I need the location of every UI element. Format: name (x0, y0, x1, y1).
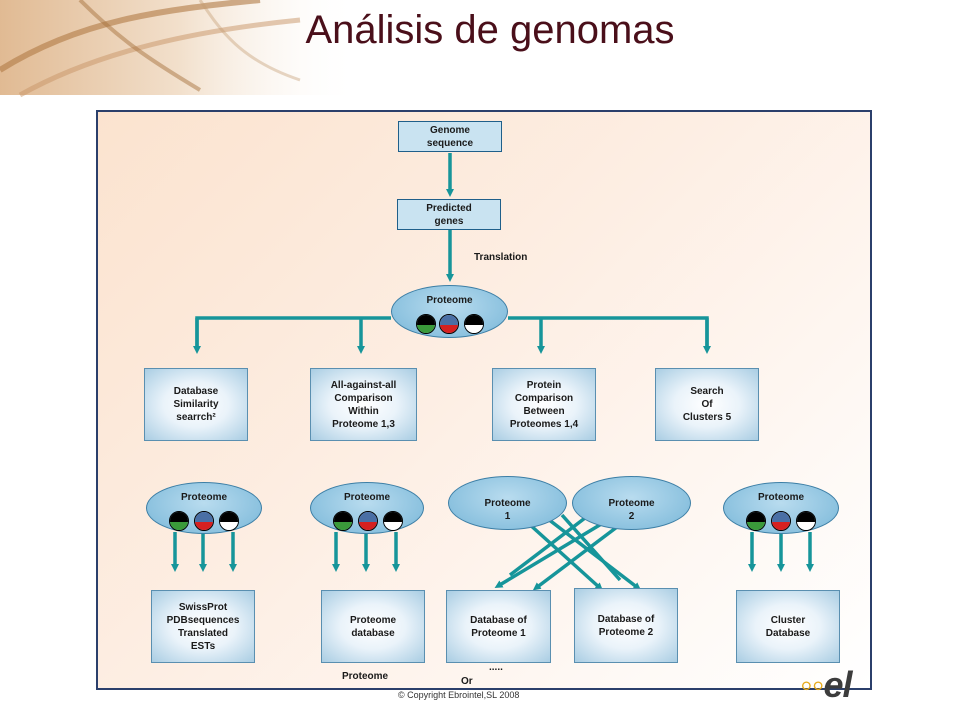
cluster-database-box: Cluster Database (736, 590, 840, 663)
protein-comparison-box: Protein Comparison Between Proteomes 1,4 (492, 368, 596, 441)
blue-red-protein-icon (439, 314, 459, 334)
translation-label: Translation (474, 252, 528, 263)
cross-arrow-p2-db1-c (508, 516, 587, 577)
genome-sequence-box: Genome sequence (398, 121, 502, 152)
proteome-oval-e: Proteome (723, 482, 839, 534)
proteome-a-label: Proteome (180, 492, 228, 503)
white-protein-icon (464, 314, 484, 334)
database-proteome-2-box: Database of Proteome 2 (574, 588, 678, 663)
blue-red-protein-icon (194, 511, 214, 531)
logo-text: el (823, 664, 853, 705)
proteome-1-label: Proteome 1 (484, 498, 531, 522)
cross-arrow-p1-db2-a (526, 521, 603, 591)
bottom-proteome-label: Proteome (342, 671, 389, 682)
all-against-all-box: All-against-all Comparison Within Proteo… (310, 368, 417, 441)
blue-red-protein-icon (358, 511, 378, 531)
proteome-e-label: Proteome (757, 492, 805, 503)
database-similarity-box: Database Similarity searrch² (144, 368, 248, 441)
branch-line-right (508, 316, 709, 350)
page-title: Análisis de genomas (305, 8, 675, 52)
proteome-main-label: Proteome (426, 295, 473, 306)
database-proteome-1-box: Database of Proteome 1 (446, 590, 551, 663)
proteome-database-box: Proteome database (321, 590, 425, 663)
proteome-oval-b: Proteome (310, 482, 424, 534)
decorative-header-texture (0, 0, 360, 98)
proteome-oval-a: Proteome (146, 482, 262, 534)
copyright-text: © Copyright Ebrointel,SL 2008 (398, 690, 520, 700)
green-protein-icon (746, 511, 766, 531)
swissprot-box: SwissProt PDBsequences Translated ESTs (151, 590, 255, 663)
green-protein-icon (416, 314, 436, 334)
green-protein-icon (169, 511, 189, 531)
white-protein-icon (796, 511, 816, 531)
search-clusters-box: Search Of Clusters 5 (655, 368, 759, 441)
cross-arrow-p2-db1-a (494, 521, 604, 589)
proteome-2-label: Proteome 2 (608, 498, 655, 522)
predicted-genes-box: Predicted genes (397, 199, 501, 230)
green-protein-icon (333, 511, 353, 531)
blue-red-protein-icon (771, 511, 791, 531)
dots-label: ..... (489, 662, 503, 673)
logo-mark-icon: ◦◦ (800, 664, 825, 705)
proteome-1-oval: Proteome 1 (448, 476, 567, 530)
proteome-2-oval: Proteome 2 (572, 476, 691, 530)
company-logo: ◦◦el (800, 664, 853, 706)
cross-arrow-p2-db1-b (532, 525, 619, 591)
cross-arrow-p1-db2-b (546, 517, 642, 591)
white-protein-icon (383, 511, 403, 531)
or-label: Or (461, 676, 473, 687)
proteome-main-oval: Proteome (391, 285, 508, 338)
proteome-b-label: Proteome (343, 492, 391, 503)
white-protein-icon (219, 511, 239, 531)
